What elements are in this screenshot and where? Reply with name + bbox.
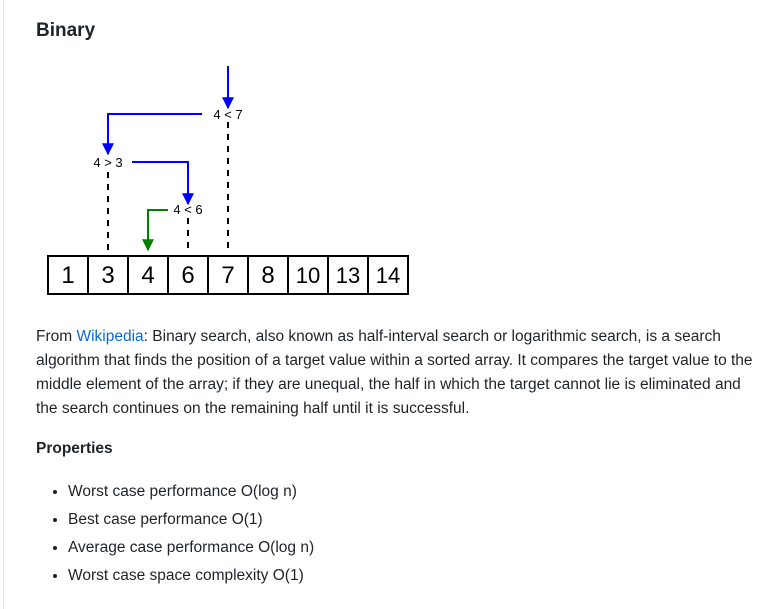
probe-arrow-to-6 <box>132 161 194 206</box>
property-item: Worst case space complexity O(1) <box>68 562 314 590</box>
description-prefix: From <box>36 328 77 345</box>
array-cell-value: 6 <box>181 262 194 289</box>
array-cell: 13 <box>327 255 369 295</box>
properties-heading: Properties <box>36 440 113 457</box>
array-cell: 10 <box>287 255 329 295</box>
array-cell: 6 <box>167 255 209 295</box>
property-item: Best case performance O(1) <box>68 506 314 534</box>
comparison-label-4-lt-7: 4 < 7 <box>213 107 242 122</box>
properties-list: Worst case performance O(log n) Best cas… <box>36 478 314 590</box>
array-cell: 1 <box>47 255 89 295</box>
array-cell: 8 <box>247 255 289 295</box>
array-cell-value: 7 <box>221 262 234 289</box>
comparison-label-4-lt-6: 4 < 6 <box>173 202 202 217</box>
found-arrow-to-4 <box>142 209 168 252</box>
array-cell: 7 <box>207 255 249 295</box>
array-cell-value: 1 <box>61 262 74 289</box>
array-cell-value: 8 <box>261 262 274 289</box>
svg-text:4 > 3: 4 > 3 <box>93 155 122 170</box>
probe-arrow-to-3 <box>102 113 202 156</box>
array-cell-value: 3 <box>101 262 114 289</box>
svg-text:4 < 6: 4 < 6 <box>173 202 202 217</box>
array-cell: 14 <box>367 255 409 295</box>
comparison-label-4-gt-3: 4 > 3 <box>93 155 122 170</box>
property-item: Average case performance O(log n) <box>68 534 314 562</box>
array-cell-value: 4 <box>141 262 154 289</box>
svg-text:4 < 7: 4 < 7 <box>213 107 242 122</box>
property-item: Worst case performance O(log n) <box>68 478 314 506</box>
array-cell-value: 10 <box>296 263 320 288</box>
content-left-border <box>3 0 4 609</box>
description-paragraph: From Wikipedia: Binary search, also know… <box>36 325 761 421</box>
array-cell: 4 <box>127 255 169 295</box>
section-title: Binary <box>36 20 96 41</box>
array-cell: 3 <box>87 255 129 295</box>
wikipedia-link[interactable]: Wikipedia <box>76 328 144 345</box>
array-cell-value: 13 <box>336 263 360 288</box>
array-cell-value: 14 <box>376 263 400 288</box>
description-text: : Binary search, also known as half-inte… <box>36 328 753 417</box>
